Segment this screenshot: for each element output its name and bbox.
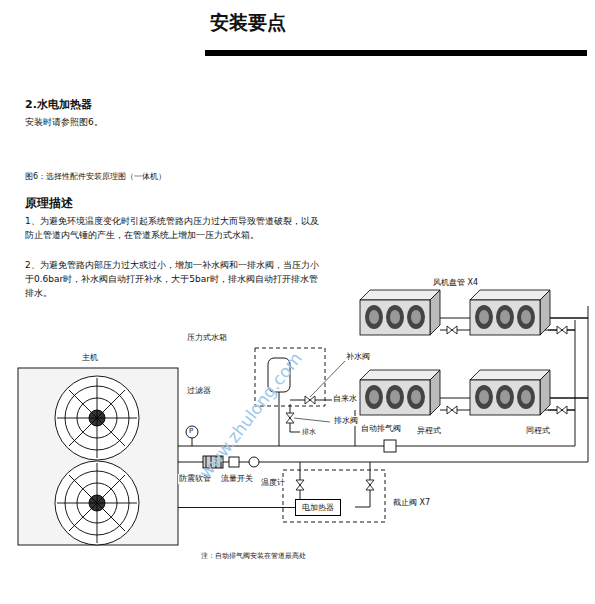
text-block: 安装时请参照图6。	[25, 117, 103, 128]
part-label: 同程式	[525, 426, 551, 436]
main-unit: 主机	[18, 368, 178, 545]
part-label: 流量开关	[220, 474, 254, 484]
electric-heater-box: 电加热器	[295, 499, 341, 516]
part-label: 排水	[301, 428, 317, 436]
node-text: 电加热器	[302, 502, 334, 513]
title-bar	[205, 50, 587, 56]
part-label: 排水阀	[333, 416, 359, 426]
main-unit-illustration	[18, 368, 178, 545]
part-label: 过滤器	[186, 386, 212, 396]
part-label: 异程式	[416, 426, 442, 436]
node-text: 主机	[82, 352, 98, 363]
text-block: 原理描述	[25, 196, 73, 210]
part-label: 注：自动排气阀安装在管道最高处	[200, 552, 307, 560]
page-title: 安装要点	[210, 10, 286, 36]
part-label: P	[189, 427, 193, 435]
part-label: 温度计	[260, 478, 286, 488]
part-label: 自动排气阀	[360, 424, 402, 434]
pipes	[178, 306, 588, 522]
text-block: 图6：选择性配件安装原理图（一体机）	[25, 172, 166, 182]
text-block: 2、为避免管路内部压力过大或过小，增加一补水阀和一排水阀，当压力小于0.6bar…	[25, 258, 325, 300]
part-label: 自来水	[332, 394, 358, 404]
part-label: 压力式水箱	[186, 333, 228, 343]
part-label: 截止阀 X7	[392, 498, 431, 508]
text-block: 1、为避免环境温度变化时引起系统管路内压力过大而导致管道破裂，以及防止管道内气锤…	[25, 214, 325, 242]
text-block: 2.水电加热器	[25, 98, 92, 111]
part-label: 风机盘管 X4	[432, 278, 479, 288]
pipe-connector	[178, 507, 295, 508]
part-label: 补水阀	[345, 352, 371, 362]
